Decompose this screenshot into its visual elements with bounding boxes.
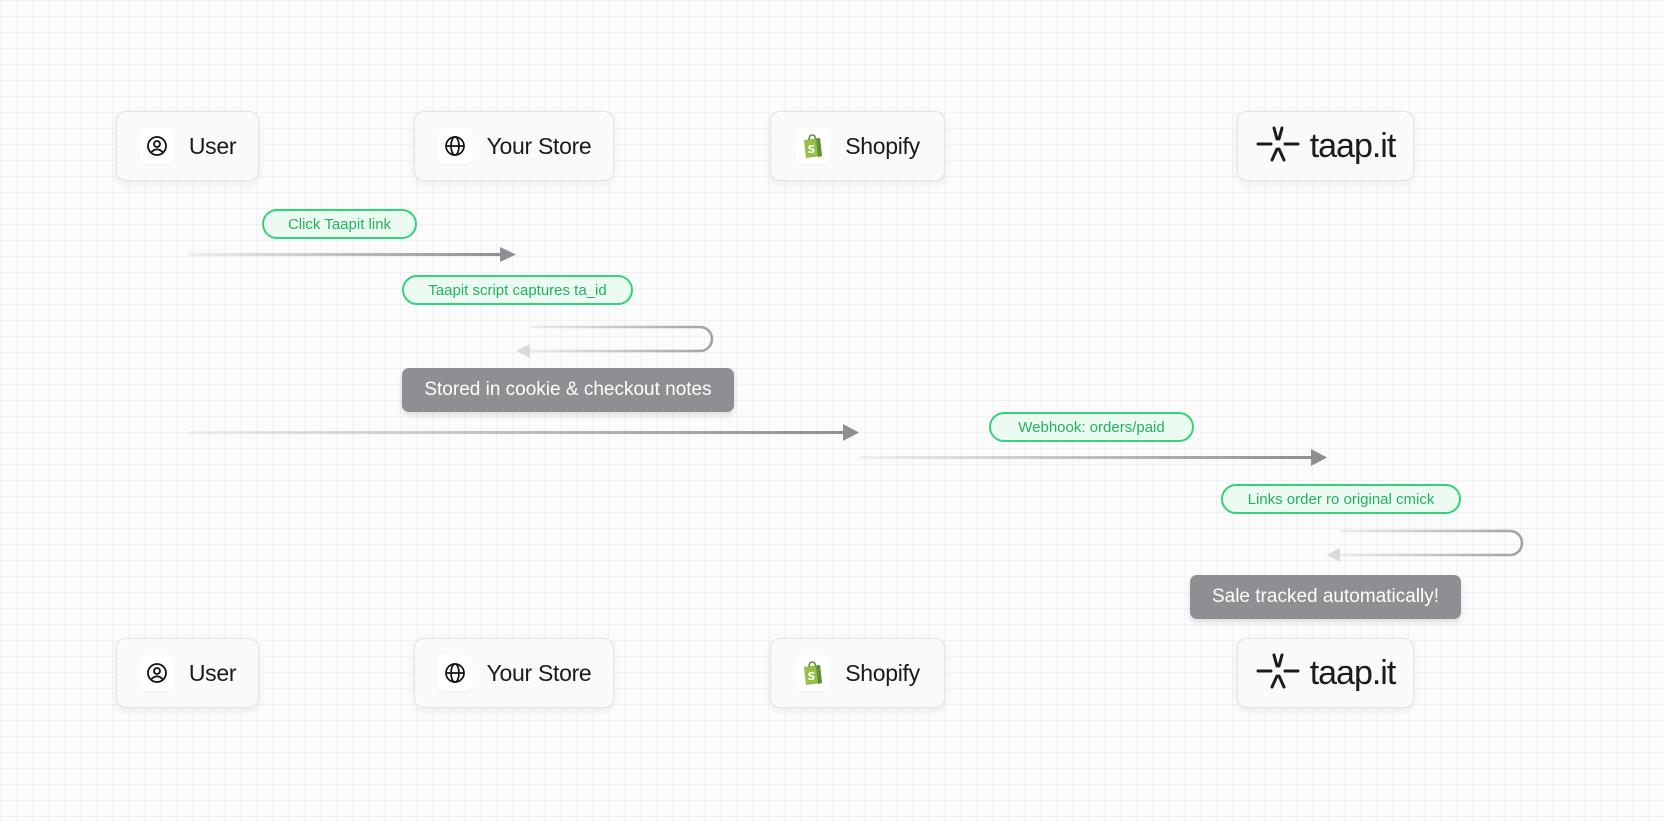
note-stored: Stored in cookie & checkout notes [402, 368, 734, 412]
participant-label: Shopify [845, 659, 920, 686]
taapit-brand: taap.it [1256, 652, 1396, 695]
participant-label: Your Store [486, 659, 592, 686]
participant-user-top: User [116, 111, 259, 181]
taapit-wordmark: taap.it [1309, 126, 1397, 165]
participant-store-top: Your Store [414, 111, 614, 181]
self-loop-store [516, 325, 714, 358]
participant-taapit-top: taap.it [1237, 111, 1414, 181]
user-circle-icon [138, 128, 175, 164]
participant-shopify-top: S Shopify [770, 111, 945, 181]
participant-label: User [188, 659, 237, 686]
arrow-user-to-store [188, 247, 516, 262]
taapit-wordmark: taap.it [1309, 653, 1397, 692]
taapit-logo-icon [1256, 125, 1300, 168]
shopify-bag-icon: S [795, 128, 832, 164]
participant-shopify-bottom: S Shopify [770, 638, 945, 708]
taapit-brand: taap.it [1256, 125, 1396, 168]
message-click-link: Click Taapit link [262, 209, 417, 239]
user-circle-icon [138, 655, 175, 691]
svg-text:S: S [808, 670, 816, 683]
note-sale-tracked: Sale tracked automatically! [1190, 575, 1461, 619]
arrow-shopify-to-taapit [859, 449, 1327, 466]
taapit-logo-icon [1256, 652, 1300, 695]
participant-label: Shopify [845, 132, 920, 159]
shopify-bag-icon: S [795, 655, 832, 691]
participant-user-bottom: User [116, 638, 259, 708]
svg-text:S: S [808, 143, 816, 156]
message-script-capture: Taapit script captures ta_id [402, 275, 633, 305]
self-loop-taapit [1327, 529, 1524, 562]
globe-icon [436, 655, 473, 691]
participant-label: Your Store [486, 132, 592, 159]
participant-taapit-bottom: taap.it [1237, 638, 1414, 708]
message-links-order: Links order ro original cmick [1221, 484, 1461, 514]
globe-icon [436, 128, 473, 164]
message-webhook: Webhook: orders/paid [989, 412, 1194, 442]
participant-store-bottom: Your Store [414, 638, 614, 708]
arrow-user-to-shopify [188, 424, 859, 441]
participant-label: User [188, 132, 237, 159]
